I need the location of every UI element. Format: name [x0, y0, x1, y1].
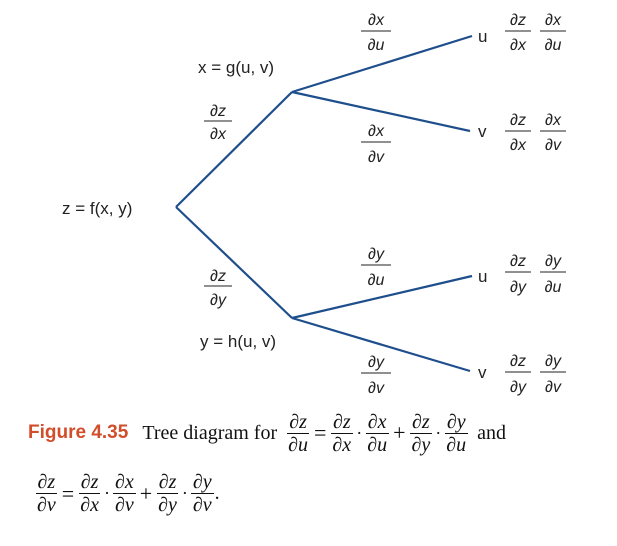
fraction-denominator: ∂y	[411, 433, 431, 456]
caption-conjunction: and	[477, 421, 507, 444]
leaf-product-dz-dy-dy-dv: ∂z ∂y ∂y ∂v	[505, 353, 566, 396]
caption-text: Tree diagram for	[142, 421, 278, 444]
edge-fraction-dy-dv: ∂y ∂v	[361, 354, 391, 397]
fraction-denominator: ∂v	[192, 494, 212, 516]
fraction: ∂z∂x	[330, 412, 353, 455]
fraction: ∂y∂v	[190, 471, 214, 516]
equation-period: .	[214, 482, 220, 504]
fraction-numerator: ∂z	[510, 12, 526, 29]
fraction-numerator: ∂y	[545, 353, 562, 370]
fraction: ∂z∂u	[286, 412, 310, 455]
fraction-numerator: ∂z	[410, 410, 432, 434]
fraction-numerator: ∂z	[35, 471, 58, 494]
edge-fraction-dz-dx: ∂z ∂x	[204, 103, 232, 143]
fraction-denominator: ∂x	[210, 126, 227, 143]
fraction-denominator: ∂u	[368, 37, 385, 54]
fraction-numerator: ∂z	[287, 410, 309, 434]
root-node-label: z = f(x, y)	[62, 199, 132, 218]
fraction-denominator: ∂x	[80, 494, 99, 516]
fraction-numerator: ∂x	[112, 471, 136, 494]
fraction-numerator: ∂z	[510, 112, 526, 129]
fraction-numerator: ∂y	[545, 253, 562, 270]
multiply-dot: ·	[103, 483, 110, 503]
fraction: ∂y∂u	[444, 412, 468, 455]
equals-sign: =	[314, 420, 327, 445]
fraction-numerator: ∂z	[510, 253, 526, 270]
fraction-numerator: ∂x	[368, 12, 385, 29]
leaf-product-dz-dx-dx-du: ∂z ∂x ∂x ∂u	[505, 12, 566, 54]
edge-fraction-dx-dv: ∂x ∂v	[361, 123, 391, 166]
fraction: ∂x∂v	[112, 471, 136, 516]
fraction-denominator: ∂x	[510, 37, 527, 54]
fraction: ∂z∂x	[78, 472, 101, 515]
fraction-denominator: ∂y	[158, 494, 177, 516]
leaf-v-label: v	[478, 363, 487, 382]
fraction-denominator: ∂x	[332, 433, 352, 456]
fraction-numerator: ∂x	[368, 123, 385, 140]
fraction-numerator: ∂x	[365, 410, 389, 434]
fraction-denominator: ∂v	[545, 379, 562, 396]
fraction-numerator: ∂z	[330, 410, 353, 434]
fraction-denominator: ∂v	[368, 149, 385, 166]
fraction: ∂x∂u	[365, 412, 389, 455]
fraction-numerator: ∂z	[210, 103, 226, 120]
fraction-denominator: ∂y	[510, 379, 527, 396]
fraction-numerator: ∂z	[210, 268, 226, 285]
fraction-numerator: ∂x	[545, 112, 562, 129]
edge-x-v	[291, 90, 471, 133]
fraction-numerator: ∂x	[545, 12, 562, 29]
multiply-dot: ·	[181, 483, 188, 503]
leaf-product-dz-dx-dx-dv: ∂z ∂x ∂x ∂v	[505, 112, 566, 154]
fraction-numerator: ∂y	[368, 246, 385, 263]
fraction: ∂z∂y	[156, 472, 179, 515]
fraction-denominator: ∂v	[37, 494, 56, 516]
leaf-u-label: u	[478, 27, 487, 46]
leaf-product-dz-dy-dy-du: ∂z ∂y ∂y ∂u	[505, 253, 566, 296]
node-y-label: y = h(u, v)	[200, 332, 276, 351]
fraction-denominator: ∂u	[288, 433, 308, 456]
fraction-denominator: ∂u	[545, 37, 562, 54]
fraction-numerator: ∂z	[510, 353, 526, 370]
fraction-denominator: ∂v	[368, 380, 385, 397]
fraction-denominator: ∂u	[367, 433, 388, 456]
edge-z-x	[175, 91, 293, 208]
fraction-numerator: ∂y	[190, 471, 214, 494]
equals-sign: =	[61, 480, 75, 506]
chain-rule-equation-v: ∂z∂v = ∂z∂x · ∂x∂v + ∂z∂y · ∂y∂v .	[34, 472, 220, 515]
plus-sign: +	[393, 420, 406, 445]
fraction-denominator: ∂y	[210, 292, 227, 309]
multiply-dot: ·	[435, 422, 442, 443]
figure-label: Figure 4.35	[28, 422, 129, 443]
edge-y-v	[291, 316, 471, 373]
fraction-denominator: ∂u	[368, 272, 385, 289]
fraction-denominator: ∂y	[510, 279, 527, 296]
fraction-numerator: ∂y	[368, 354, 385, 371]
edge-z-y	[175, 206, 293, 319]
fraction-denominator: ∂u	[545, 279, 562, 296]
fraction-numerator: ∂z	[156, 471, 179, 494]
node-x-label: x = g(u, v)	[198, 58, 274, 77]
fraction-numerator: ∂z	[78, 471, 101, 494]
fraction-denominator: ∂x	[510, 137, 527, 154]
edge-fraction-dy-du: ∂y ∂u	[361, 246, 391, 289]
fraction-denominator: ∂u	[446, 433, 467, 456]
leaf-v-label: v	[478, 122, 487, 141]
edge-x-u	[291, 34, 473, 94]
figure-caption: Figure 4.35 Tree diagram for ∂z∂u = ∂z∂x…	[28, 407, 506, 459]
fraction-denominator: ∂v	[545, 137, 562, 154]
edge-y-u	[291, 274, 473, 320]
multiply-dot: ·	[356, 422, 363, 443]
edge-fraction-dz-dy: ∂z ∂y	[204, 268, 232, 309]
edge-fraction-dx-du: ∂x ∂u	[361, 12, 391, 54]
chain-rule-equation-u: ∂z∂u = ∂z∂x · ∂x∂u + ∂z∂y · ∂y∂u	[285, 412, 469, 455]
plus-sign: +	[139, 480, 153, 506]
leaf-u-label: u	[478, 267, 487, 286]
fraction-numerator: ∂y	[444, 410, 468, 434]
fraction: ∂z∂y	[410, 412, 433, 455]
fraction-denominator: ∂v	[114, 494, 134, 516]
fraction: ∂z∂v	[35, 472, 58, 515]
